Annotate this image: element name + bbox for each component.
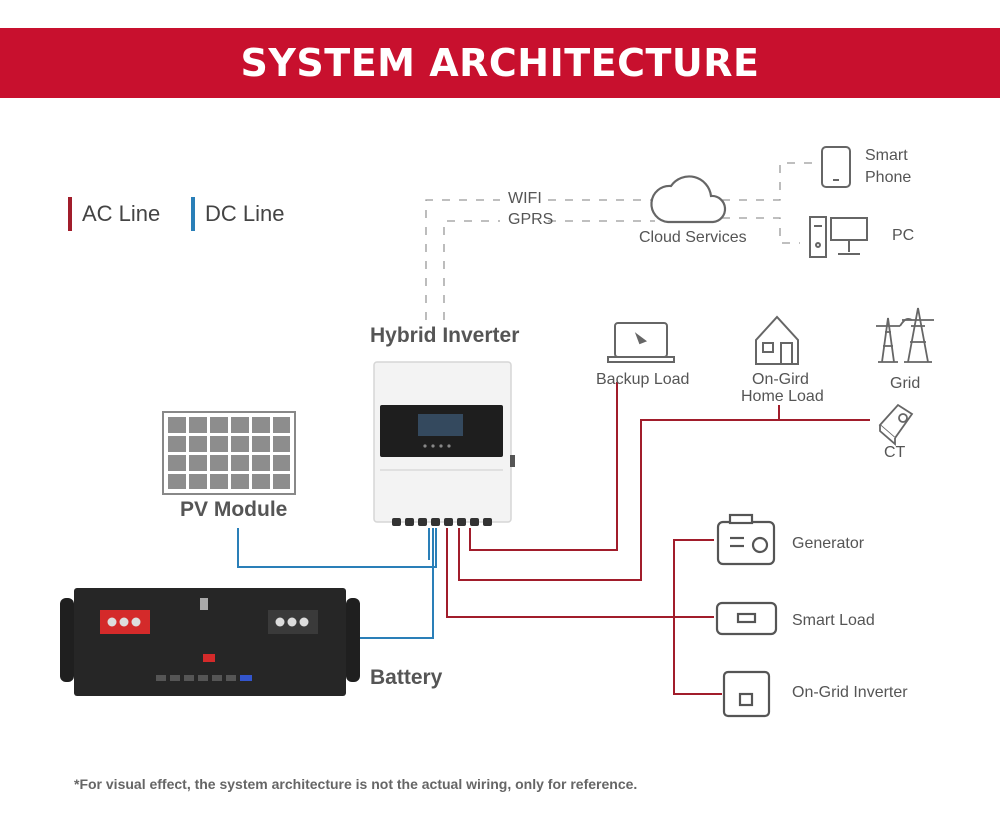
- generator-icon: [716, 513, 776, 566]
- grid-tower-icon: [876, 307, 934, 363]
- smart-load-label: Smart Load: [792, 612, 875, 629]
- communication-lines: [425, 162, 815, 320]
- ct-label: CT: [884, 444, 906, 461]
- house-icon: [755, 315, 799, 365]
- on-grid-inverter-label: On-Grid Inverter: [792, 684, 908, 701]
- wifi-label: WIFI: [508, 190, 542, 207]
- ac-lines: [446, 382, 870, 695]
- battery-label: Battery: [370, 666, 443, 689]
- legend-dc: DC Line: [191, 197, 284, 231]
- hybrid-inverter-label: Hybrid Inverter: [370, 324, 520, 347]
- battery-icon: [60, 588, 360, 696]
- pv-module-icon: [162, 411, 296, 495]
- smart-load-icon: [715, 601, 778, 636]
- on-grid-inverter-icon: [722, 670, 771, 718]
- home-load-label-1: On-Gird: [752, 371, 809, 388]
- gprs-label: GPRS: [508, 211, 554, 228]
- dc-lines: [237, 528, 437, 639]
- cloud-icon: [650, 175, 727, 224]
- page-title: SYSTEM ARCHITECTURE: [240, 41, 760, 85]
- footnote: *For visual effect, the system architect…: [74, 776, 638, 792]
- smartphone-label-1: Smart: [865, 147, 908, 164]
- smartphone-icon: [821, 146, 851, 188]
- ct-icon: [878, 403, 914, 446]
- legend-dc-label: DC Line: [205, 201, 285, 226]
- home-load-label-2: Home Load: [741, 388, 824, 405]
- smartphone-label-2: Phone: [865, 169, 912, 186]
- cloud-services-label: Cloud Services: [639, 229, 747, 246]
- generator-label: Generator: [792, 535, 865, 552]
- backup-load-label: Backup Load: [596, 371, 690, 388]
- pc-label: PC: [892, 227, 915, 244]
- laptop-icon: [607, 322, 675, 363]
- dc-line-swatch: [191, 197, 195, 231]
- title-banner: SYSTEM ARCHITECTURE: [0, 28, 1000, 98]
- legend-ac: AC Line: [68, 197, 160, 231]
- grid-label: Grid: [890, 375, 921, 392]
- ac-line-swatch: [68, 197, 72, 231]
- legend-ac-label: AC Line: [82, 201, 161, 226]
- pv-module-label: PV Module: [180, 498, 288, 521]
- pc-icon: [809, 216, 868, 258]
- hybrid-inverter-icon: [373, 361, 515, 526]
